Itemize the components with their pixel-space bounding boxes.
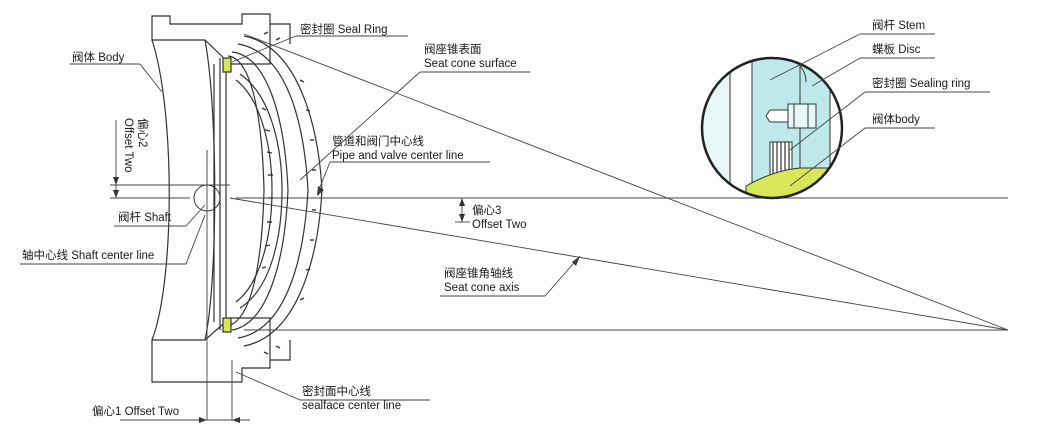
- label-seat-cone-axis-cn: 阀座锥角轴线: [444, 268, 513, 280]
- label-pipe-center-en: Pipe and valve center line: [332, 150, 464, 162]
- disc-plate: [213, 57, 232, 333]
- label-seal-ring: 密封圈 Seal Ring: [300, 24, 388, 36]
- label-shaft-center-line: 轴中心线 Shaft center line: [22, 250, 155, 262]
- label-seat-cone-surface-en: Seat cone surface: [424, 58, 517, 70]
- leader-lines: [20, 35, 581, 401]
- label-seat-cone-axis-en: Seat cone axis: [444, 282, 520, 294]
- disc-hatch: [261, 31, 316, 355]
- valve-body: [151, 13, 291, 383]
- detail-label-sealing-ring: 密封圈 Sealing ring: [872, 78, 971, 90]
- label-pipe-center-cn: 管道和阀门中心线: [332, 136, 424, 148]
- detail-label-stem: 阀杆 Stem: [872, 20, 926, 32]
- label-body: 阀体 Body: [72, 52, 125, 64]
- label-offset3-cn: 偏心3: [472, 205, 502, 217]
- detail-view: [700, 56, 844, 200]
- label-seat-cone-surface-cn: 阀座锥表面: [424, 44, 482, 56]
- label-shaft: 阀杆 Shaft: [118, 212, 172, 224]
- label-offset1: 偏心1 Offset Two: [92, 406, 180, 418]
- label-offset2-en: Offset Two: [122, 118, 134, 173]
- label-offset2-cn: 偏心2: [136, 118, 148, 148]
- label-sealface-center-en: sealface center line: [302, 400, 402, 412]
- label-sealface-center-cn: 密封面中心线: [302, 386, 371, 398]
- detail-label-disc: 蝶板 Disc: [872, 44, 921, 56]
- detail-leaders: [769, 33, 990, 187]
- reference-lines: [110, 33, 1009, 421]
- detail-label-body: 阀体body: [872, 114, 920, 126]
- valve-disc: [227, 35, 323, 347]
- label-offset3-en: Offset Two: [472, 219, 527, 231]
